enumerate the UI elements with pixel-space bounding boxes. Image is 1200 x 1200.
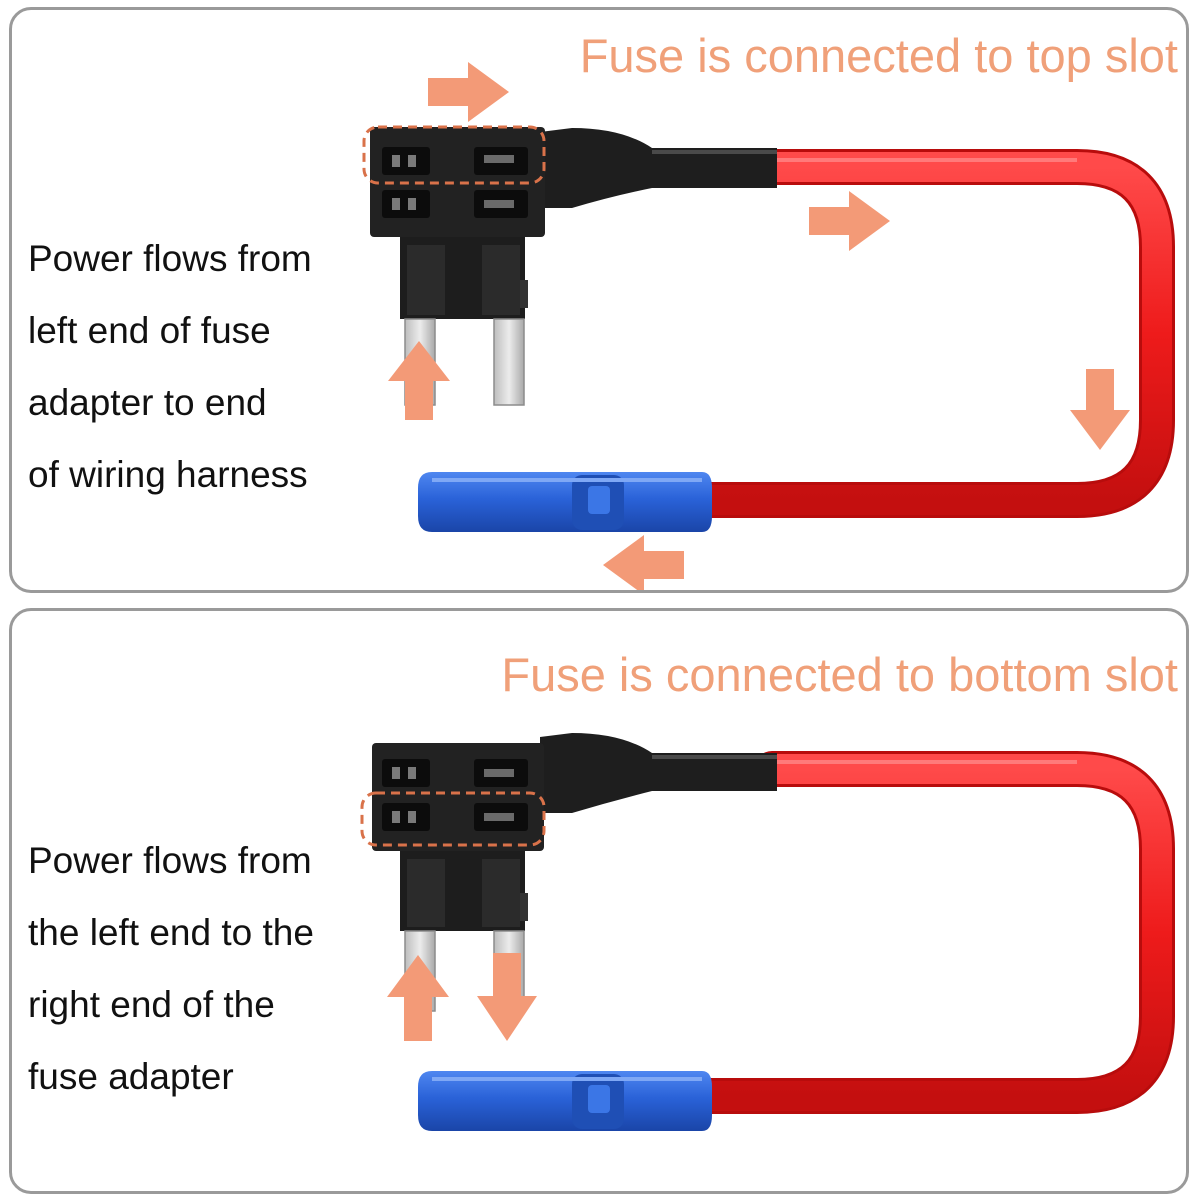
- right-blade: [493, 318, 525, 406]
- red-wire: [674, 149, 1175, 518]
- arrow-left-icon: [603, 535, 684, 590]
- fuse-tap-housing: [370, 127, 545, 319]
- fuse-adapter-diagram-top: [362, 62, 1175, 590]
- fuse-tap-housing: [372, 743, 544, 931]
- panel-bottom-slot: Fuse is connected to bottom slot Power f…: [9, 608, 1189, 1194]
- bottom-slot-highlight: [360, 791, 546, 847]
- arrow-right-icon: [809, 191, 890, 251]
- black-sleeve: [540, 128, 777, 208]
- blue-butt-connector: [418, 472, 712, 532]
- arrow-up-icon: [388, 341, 450, 420]
- arrow-right-icon: [428, 62, 509, 122]
- red-wire: [674, 751, 1175, 1114]
- description-line: adapter to end: [28, 382, 267, 423]
- panel-top-slot: Fuse is connected to top slot Power flow…: [9, 7, 1189, 593]
- description-line: fuse adapter: [28, 1056, 234, 1097]
- description-line: Power flows from: [28, 840, 312, 881]
- panel-title-bottom: Fuse is connected to bottom slot: [501, 648, 1178, 701]
- black-sleeve: [540, 733, 777, 813]
- arrow-down-icon: [477, 953, 537, 1041]
- description-line: right end of the: [28, 984, 275, 1025]
- panel-title-top: Fuse is connected to top slot: [579, 29, 1178, 82]
- description-line: Power flows from: [28, 238, 312, 279]
- top-slot-highlight: [362, 125, 546, 185]
- description-top: Power flows from left end of fuse adapte…: [28, 223, 312, 511]
- description-line: the left end to the: [28, 912, 314, 953]
- fuse-adapter-diagram-bottom: [360, 733, 1175, 1131]
- description-bottom: Power flows from the left end to the rig…: [28, 825, 314, 1113]
- arrow-down-icon: [1070, 369, 1130, 450]
- blue-butt-connector: [418, 1071, 712, 1131]
- arrow-up-icon: [387, 955, 449, 1041]
- description-line: left end of fuse: [28, 310, 271, 351]
- description-line: of wiring harness: [28, 454, 308, 495]
